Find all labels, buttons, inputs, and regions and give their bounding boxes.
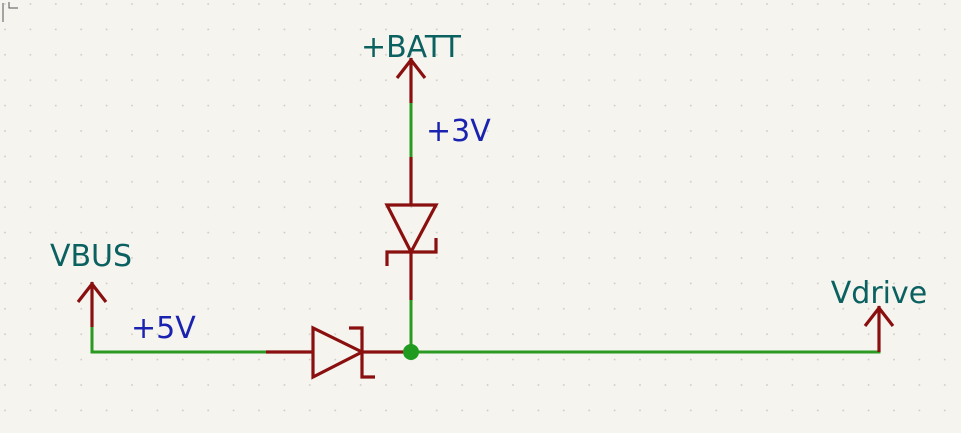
net-label-3v[interactable]: +3V	[426, 114, 491, 149]
vbus-power-symbol[interactable]	[76, 281, 108, 327]
vdrive-power-symbol[interactable]	[863, 305, 895, 352]
batt-power-symbol[interactable]	[395, 57, 427, 103]
vbus-label: VBUS	[50, 239, 132, 274]
net-label-5v[interactable]: +5V	[131, 311, 196, 346]
zener-diode-horizontal[interactable]	[266, 325, 411, 380]
batt-label: +BATT	[361, 30, 462, 65]
vdrive-label: Vdrive	[831, 276, 927, 311]
zener-diode-vertical[interactable]	[384, 157, 439, 300]
junction-dot[interactable]	[403, 344, 419, 360]
cursor-mark	[8, 2, 18, 9]
